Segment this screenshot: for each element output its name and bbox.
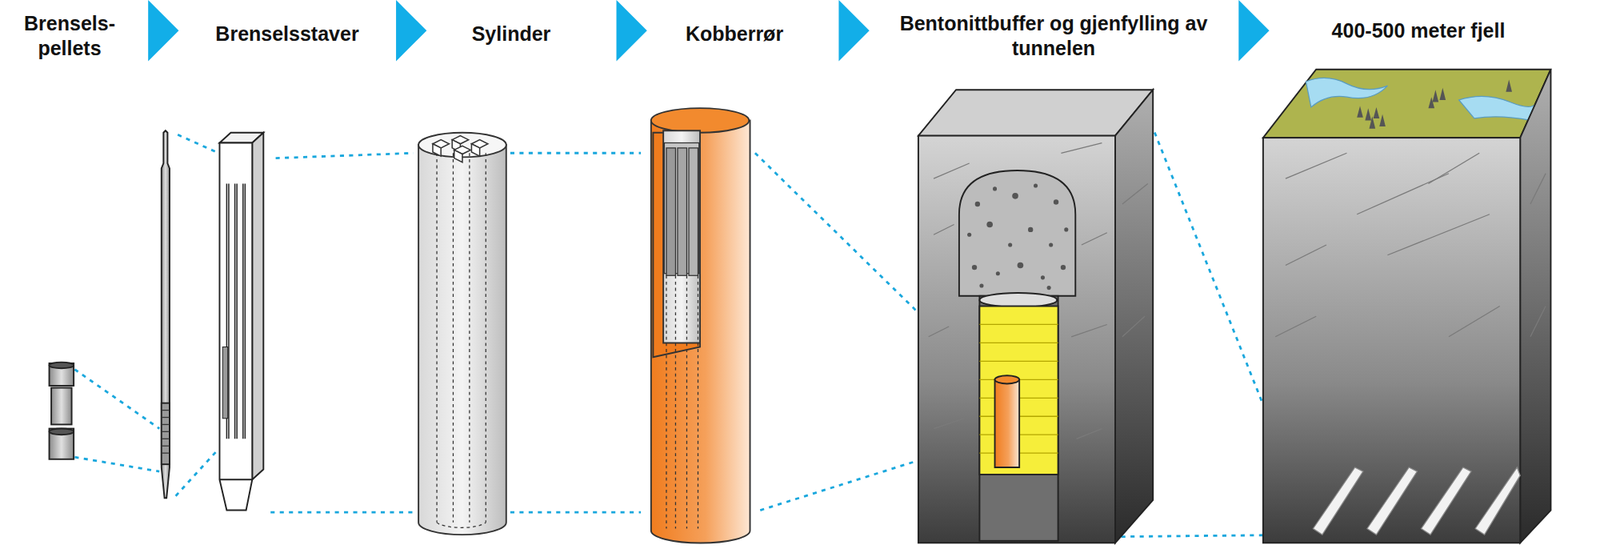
copper-canister [651,108,751,543]
stage-label-cylinder: Sylinder [472,21,552,47]
chevrons [148,0,1269,62]
fuel-assembly [219,132,264,511]
fuel-rod [161,130,170,498]
stage-label-rods: Brenselsstaver [215,21,359,47]
insert-cylinder [418,132,507,535]
stage-label-copper: Kobberrør [685,21,784,47]
rock-block-mountain [1263,69,1552,544]
stage-label-bentonite: Bentonittbuffer og gjenfylling av tunnel… [877,11,1230,61]
fuel-pellets [49,362,75,460]
rock-block-bentonite [918,89,1153,543]
stage-label-rock: 400-500 meter fjell [1332,18,1506,44]
stage-label-pellets: Brensels- pellets [13,11,126,61]
